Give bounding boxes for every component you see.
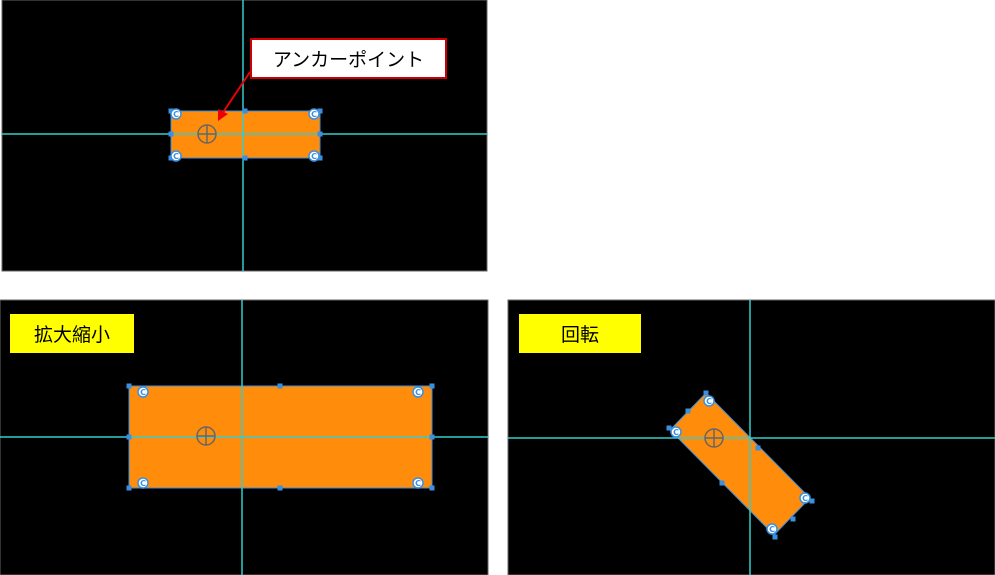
- anchor-point-callout: アンカーポイント: [250, 38, 447, 79]
- scale-label: 拡大縮小: [10, 314, 134, 353]
- panel-rotate: [507, 299, 995, 575]
- anchor-point-icon: [197, 124, 217, 144]
- anchor-point-icon: [704, 428, 724, 448]
- rotate-label: 回転: [519, 314, 641, 353]
- callout-arrow: [221, 71, 251, 115]
- anchor-point-icon: [196, 426, 216, 446]
